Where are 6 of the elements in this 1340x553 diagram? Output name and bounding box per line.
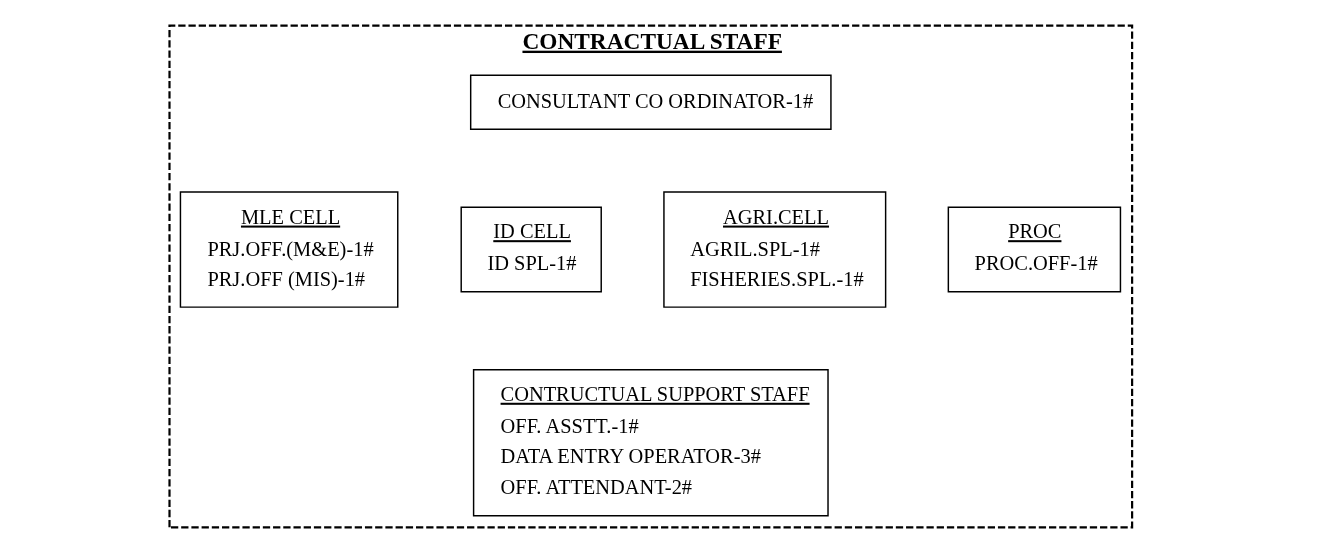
node-box: AGRI.CELL AGRIL.SPL-1# FISHERIES.SPL.-1# (662, 191, 886, 308)
node-box: MLE CELL PRJ.OFF.(M&E)-1# PRJ.OFF (MIS)-1# (179, 191, 398, 308)
node-box: ID CELL ID SPL-1# (459, 206, 602, 293)
node-box: PROC PROC.OFF-1# (947, 206, 1121, 293)
node-box: CONTRUCTUAL SUPPORT STAFF OFF. ASSTT.-1# DATA ENTRY OPERATOR-3# OFF. ATTENDANT-2# (472, 369, 829, 517)
node-box: CONSULTANT CO ORDINATOR-1# (469, 74, 832, 130)
